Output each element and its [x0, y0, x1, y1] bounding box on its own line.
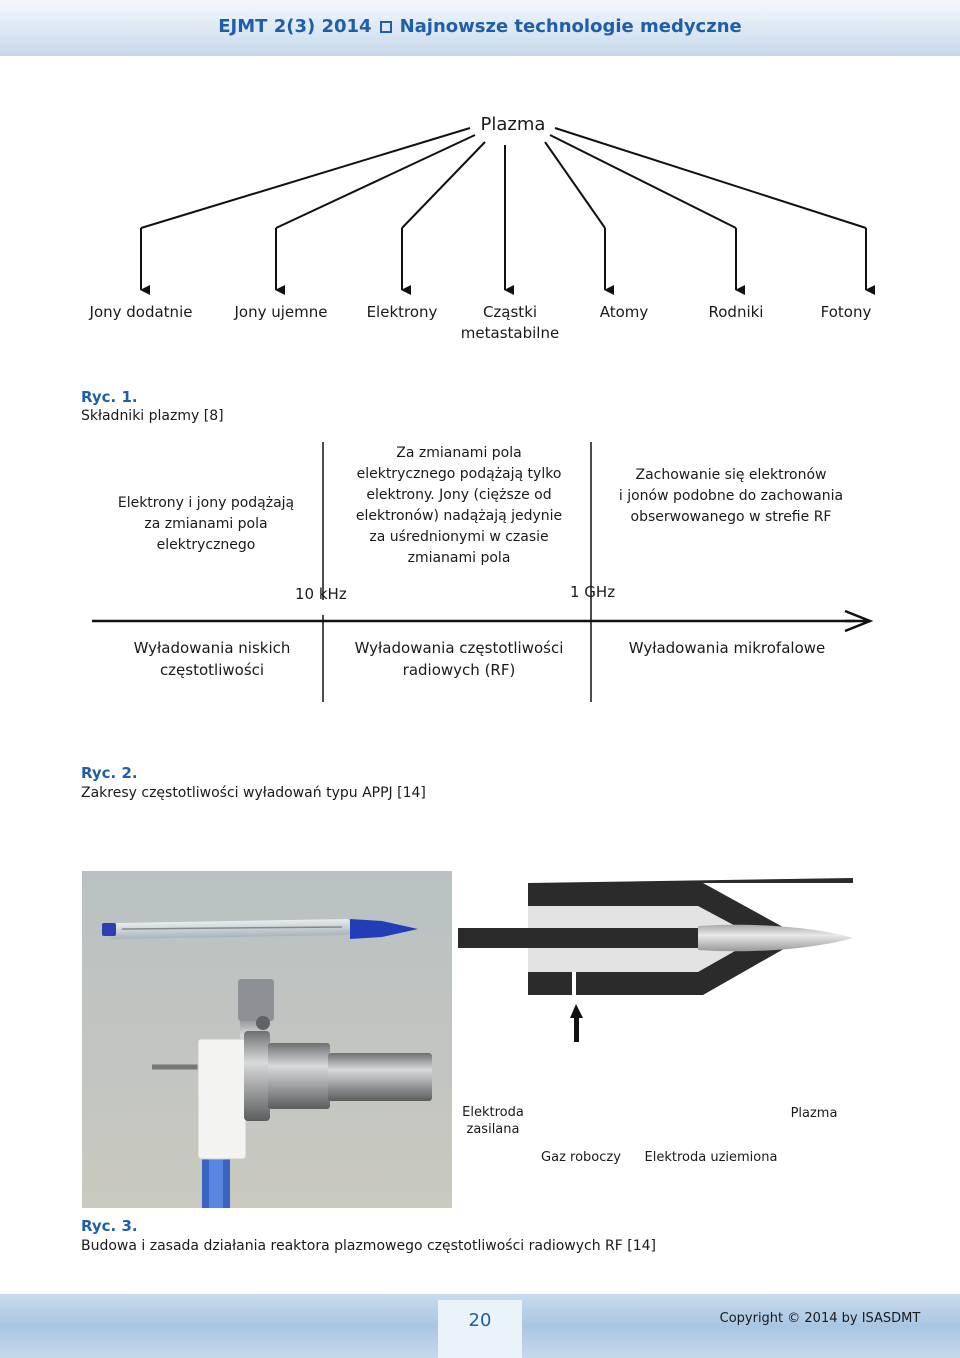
fig1-arrow-2 [276, 135, 475, 228]
fig2-bottom-col1: Wyładowania niskich częstotliwości [96, 637, 328, 681]
fig2-top-col1: Elektrony i jony podążają za zmianami po… [96, 493, 316, 556]
fig1-negative-ions: Jony ujemne [226, 303, 336, 321]
fig1-arrow-6 [550, 135, 736, 228]
fig1-arrow-5 [545, 142, 605, 228]
fig1-root-plasma: Plazma [463, 114, 563, 135]
fig2-caption-text: Zakresy częstotliwości wyładowań typu AP… [81, 785, 426, 801]
fig1-atoms: Atomy [574, 303, 674, 321]
fig1-metastable-2: metastabilne [455, 324, 565, 342]
fig2-freq-10khz: 10 kHz [295, 585, 347, 603]
fig2-bottom-col3: Wyładowania mikrofalowe [598, 637, 856, 659]
fig2-caption-title: Ryc. 2. [81, 764, 138, 782]
page-number: 20 [438, 1310, 522, 1331]
fig1-caption-title: Ryc. 1. [81, 388, 138, 406]
fig1-arrow-7 [555, 128, 866, 228]
fig3-caption-title: Ryc. 3. [81, 1217, 138, 1235]
fig3-label-working-gas: Gaz roboczy [538, 1149, 624, 1166]
fig2-freq-1ghz: 1 GHz [570, 583, 615, 601]
fig3-schematic [458, 878, 878, 1103]
gas-arrow-icon [570, 1004, 583, 1042]
fig3-reactor-photo [82, 871, 452, 1208]
fig1-photons: Fotony [796, 303, 896, 321]
fig1-arrow-1 [141, 128, 470, 228]
fig3-label-plasma: Plazma [782, 1105, 846, 1122]
fig3-caption-text: Budowa i zasada działania reaktora plazm… [81, 1238, 656, 1254]
fig2-top-col3: Zachowanie się elektronów i jonów podobn… [598, 465, 864, 528]
fig1-electrons: Elektrony [352, 303, 452, 321]
fig1-positive-ions: Jony dodatnie [86, 303, 196, 321]
fig2-top-col2: Za zmianami pola elektrycznego podążają … [330, 443, 588, 569]
fig1-radicals: Rodniki [686, 303, 786, 321]
powered-electrode-shape [458, 928, 698, 948]
fig1-caption-text: Składniki plazmy [8] [81, 408, 224, 424]
fig1-metastable-1: Cząstki [455, 303, 565, 321]
fig2-axis-arrowhead [845, 611, 870, 631]
copyright-notice: Copyright © 2014 by ISASDMT [700, 1311, 940, 1326]
fig3-label-ground-electrode: Elektroda uziemiona [644, 1149, 778, 1166]
gas-inlet-shape [572, 972, 576, 998]
fig1-arrow-3 [402, 142, 485, 228]
plasma-plume-shape [698, 925, 853, 952]
fig2-bottom-col2: Wyładowania częstotliwości radiowych (RF… [330, 637, 588, 681]
fig3-label-powered-electrode: Elektroda zasilana [448, 1104, 538, 1138]
